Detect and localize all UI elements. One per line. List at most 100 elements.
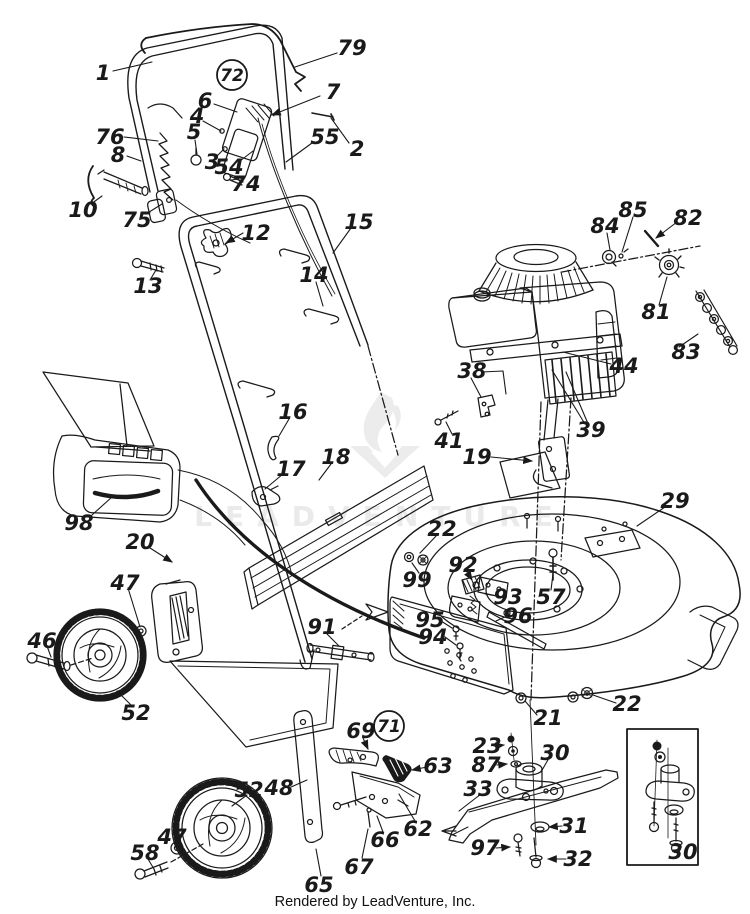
engine-side-fins: [595, 310, 619, 379]
part-label-52: 52: [234, 778, 263, 802]
part-label-31: 31: [559, 814, 588, 838]
part-label-44: 44: [608, 354, 638, 378]
part-label-63: 63: [423, 754, 452, 778]
adjuster-arm-48: [293, 710, 324, 843]
part-label-57: 57: [536, 585, 566, 609]
throttle-cable: [257, 117, 333, 297]
part-label-4: 4: [189, 104, 205, 128]
inset-box-30: [626, 728, 699, 866]
svg-text:71: 71: [377, 717, 401, 737]
part-label-99: 99: [402, 568, 431, 592]
deck-right-mount: [687, 605, 739, 670]
part-label-19: 19: [462, 445, 491, 469]
control-bail: [140, 23, 306, 92]
part-label-98: 98: [64, 511, 93, 535]
bolt-13: [131, 257, 165, 273]
front-cover-98: [52, 434, 426, 640]
part-label-82: 82: [673, 206, 702, 230]
part-label-14: 14: [299, 263, 328, 287]
pivot-67: [367, 811, 371, 828]
grip-pad-63: [382, 755, 412, 783]
part-label-85: 85: [618, 198, 647, 222]
part-label-15: 15: [344, 210, 373, 234]
part-label-23: 23: [472, 734, 501, 758]
watermark: LEADVENTURE: [194, 392, 566, 533]
belt-cover: [499, 451, 561, 499]
pin-82: [643, 229, 660, 248]
baffle-plate-18: [243, 465, 434, 610]
leadventure-flame-logo: [350, 392, 420, 478]
part-label-76: 76: [95, 125, 124, 149]
hardware-23-87: [507, 732, 522, 768]
deck-top-bracket: [584, 521, 641, 558]
part-label-3: 3: [205, 150, 220, 174]
part-label-8: 8: [111, 143, 126, 167]
engine-assembly: [434, 229, 739, 701]
blade-33: [448, 769, 619, 844]
part-label-92: 92: [448, 553, 477, 577]
drive-cable: [194, 478, 426, 640]
pin-2: [311, 112, 335, 121]
part-label-22: 22: [612, 692, 641, 716]
svg-text:72: 72: [220, 66, 244, 86]
discharge-chute: [42, 371, 155, 452]
wing-knob: [200, 227, 232, 258]
cup-washer-31: [530, 821, 550, 833]
part-label-41: 41: [433, 429, 463, 453]
part-label-75: 75: [122, 208, 151, 232]
part-label-93: 93: [493, 585, 522, 609]
part-label-66: 66: [370, 828, 399, 852]
muffler: [544, 351, 617, 405]
hairpin-clip: [267, 435, 280, 461]
cover-plate-91: [169, 603, 389, 748]
sprocket-81: [654, 248, 685, 278]
cable-clips: [194, 248, 340, 398]
part-label-20: 20: [125, 530, 154, 554]
part-label-67: 67: [344, 855, 374, 879]
part-label-38: 38: [457, 359, 486, 383]
washer-47-upper: [135, 625, 147, 637]
bracket-92-93: [448, 574, 509, 623]
part-label-5: 5: [187, 120, 202, 144]
part-label-81: 81: [641, 300, 670, 324]
circled-part-label-71: 71: [373, 710, 405, 742]
bracket-38: [477, 394, 496, 418]
part-label-83: 83: [671, 340, 700, 364]
screws-95-94: [452, 625, 464, 662]
part-label-32: 32: [563, 847, 592, 871]
scraper-bar-96: [486, 611, 547, 650]
part-label-47: 47: [109, 571, 140, 595]
fuel-tank: [448, 291, 537, 348]
throttle-control: [190, 98, 275, 179]
part-label-12: 12: [241, 221, 270, 245]
part-label-6: 6: [198, 89, 213, 113]
part-label-39: 39: [576, 418, 605, 442]
part-label-55: 55: [310, 125, 339, 149]
blade-assembly: [441, 732, 619, 869]
part-label-69: 69: [346, 719, 375, 743]
part-label-33: 33: [463, 777, 492, 801]
bolt-66: [332, 801, 342, 811]
bolt-32: [529, 837, 543, 869]
part-label-16: 16: [278, 400, 307, 424]
part-label-65: 65: [304, 873, 333, 897]
part-label-94: 94: [418, 625, 447, 649]
part-label-1: 1: [96, 61, 111, 85]
watermark-text: LEADVENTURE: [194, 500, 566, 533]
t-knob: [87, 165, 149, 209]
clamp-17: [251, 485, 281, 507]
part-label-47: 47: [156, 825, 187, 849]
part-label-46: 46: [26, 629, 56, 653]
part-label-13: 13: [133, 274, 162, 298]
pin-85: [618, 248, 629, 259]
bracket-62: [351, 771, 421, 819]
part-label-58: 58: [130, 841, 159, 865]
part-label-96: 96: [503, 604, 532, 628]
part-label-91: 91: [307, 615, 336, 639]
bolt-97: [513, 833, 523, 857]
part-label-52: 52: [121, 701, 150, 725]
latch-assembly: [328, 747, 421, 828]
